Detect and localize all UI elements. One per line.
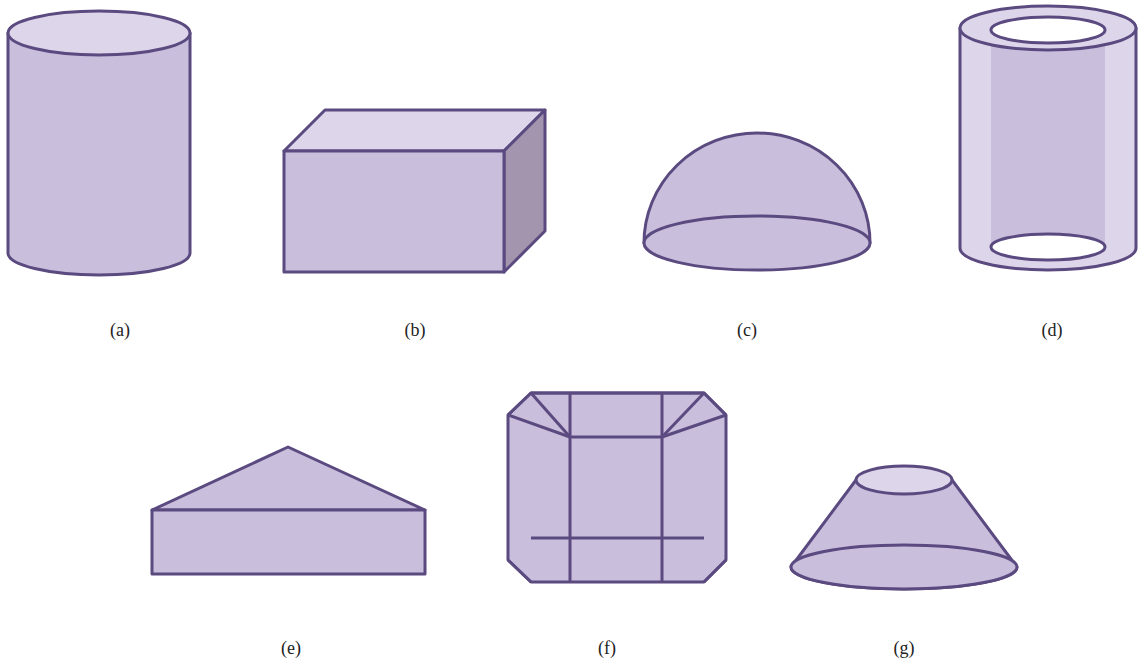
figure-label: (f) [598,638,616,659]
figure-label: (a) [110,320,130,341]
cylinder [8,11,190,275]
figure-label: (c) [737,320,757,341]
hollow-cylinder [960,6,1136,270]
figure-label: (g) [894,638,915,659]
frustum [791,466,1017,589]
cuboid [284,110,545,272]
hemisphere [644,133,870,270]
figure-label: (b) [405,320,426,341]
hexagonal-prism [508,393,726,582]
figure-label: (d) [1042,320,1063,341]
triangular-prism [152,447,425,574]
figure-label: (e) [281,638,301,659]
